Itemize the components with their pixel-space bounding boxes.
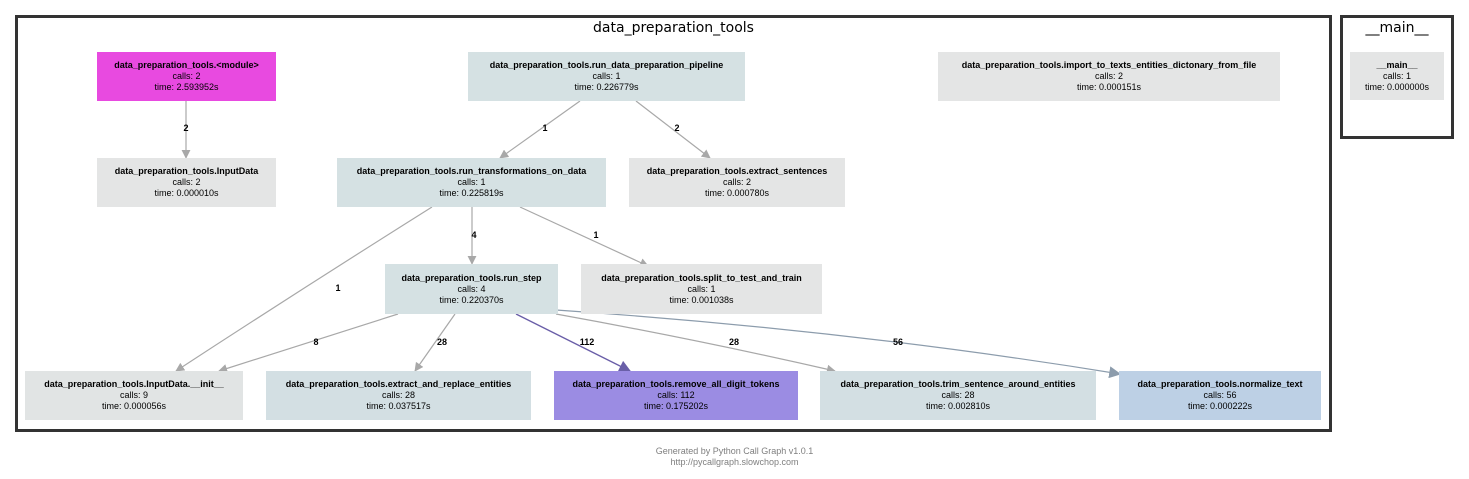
node-time: time: 0.000056s [101, 401, 167, 411]
node-name: data_preparation_tools.trim_sentence_aro… [840, 379, 1076, 389]
node-time: time: 0.000000s [1364, 81, 1430, 92]
node-name: data_preparation_tools.run_transformatio… [356, 166, 587, 176]
node-import-to-texts-entities[interactable]: data_preparation_tools.import_to_texts_e… [938, 52, 1280, 101]
edge-transforms-runstep: 4 [467, 207, 477, 265]
node-time: time: 0.226779s [574, 82, 639, 92]
edge-module-inputdata: 2 [181, 101, 191, 159]
node-time: time: 0.000010s [154, 188, 219, 198]
node-trim-sentence-around-entities[interactable]: data_preparation_tools.trim_sentence_aro… [820, 371, 1096, 420]
node-time: time: 0.037517s [366, 401, 431, 411]
node-calls: calls: 112 [657, 390, 695, 400]
node-calls: calls: 28 [941, 390, 975, 400]
edge-label: 8 [313, 337, 318, 347]
footer-generated-by: Generated by Python Call Graph v1.0.1 [655, 446, 814, 456]
node-time: time: 0.220370s [439, 294, 504, 305]
node-calls: calls: 1 [457, 177, 486, 187]
node-inputdata[interactable]: data_preparation_tools.InputData calls: … [97, 158, 276, 207]
edge-transforms-init: 1 [175, 206, 433, 372]
node-time: time: 0.000151s [1076, 82, 1142, 92]
node-inputdata-init[interactable]: data_preparation_tools.InputData.__init_… [25, 371, 243, 420]
node-name: data_preparation_tools.InputData.__init_… [44, 379, 224, 389]
node-module[interactable]: data_preparation_tools.<module> calls: 2… [97, 52, 276, 101]
node-name: data_preparation_tools.split_to_test_and… [601, 272, 802, 283]
node-name: data_preparation_tools.import_to_texts_e… [961, 60, 1257, 70]
node-calls: calls: 1 [592, 71, 621, 81]
edge-runstep-digits: 112 [515, 313, 632, 372]
node-time: time: 0.000222s [1187, 401, 1253, 411]
node-calls: calls: 2 [1094, 71, 1123, 81]
node-time: time: 0.225819s [439, 188, 504, 198]
edge-label: 1 [335, 283, 340, 293]
edge-label: 2 [674, 123, 679, 133]
node-remove-all-digit-tokens[interactable]: data_preparation_tools.remove_all_digit_… [554, 371, 798, 420]
node-name: data_preparation_tools.extract_sentences [646, 166, 828, 176]
node-name: data_preparation_tools.run_data_preparat… [489, 60, 724, 70]
edge-label: 1 [542, 123, 547, 133]
node-name: data_preparation_tools.extract_and_repla… [285, 379, 512, 389]
edge-label: 1 [593, 230, 598, 240]
node-calls: calls: 1 [687, 283, 716, 294]
edge-label: 28 [729, 337, 739, 347]
node-calls: calls: 2 [722, 177, 751, 187]
edge-label: 56 [893, 337, 903, 347]
node-name: __main__ [1376, 59, 1418, 70]
node-name: data_preparation_tools.InputData [114, 166, 259, 176]
edge-label: 2 [183, 123, 188, 133]
edge-runstep-init: 8 [218, 313, 399, 373]
cluster-title: __main__ [1365, 20, 1429, 36]
node-name: data_preparation_tools.normalize_text [1137, 379, 1303, 389]
node-time: time: 0.001038s [669, 294, 734, 305]
node-extract-and-replace-entities[interactable]: data_preparation_tools.extract_and_repla… [266, 371, 531, 420]
node-name: data_preparation_tools.<module> [114, 60, 259, 70]
footer-url: http://pycallgraph.slowchop.com [670, 457, 799, 467]
edge-runstep-replace: 28 [414, 313, 456, 372]
node-split-to-test-and-train[interactable]: data_preparation_tools.split_to_test_and… [581, 264, 822, 314]
node-time: time: 2.593952s [154, 82, 219, 92]
edge-pipeline-extract: 2 [635, 100, 711, 159]
node-calls: calls: 56 [1203, 390, 1237, 400]
node-run-data-preparation-pipeline[interactable]: data_preparation_tools.run_data_preparat… [468, 52, 745, 101]
node-normalize-text[interactable]: data_preparation_tools.normalize_text ca… [1119, 371, 1321, 420]
node-name: data_preparation_tools.remove_all_digit_… [572, 379, 780, 389]
node-run-step[interactable]: data_preparation_tools.run_step calls: 4… [385, 264, 558, 314]
node-calls: calls: 28 [381, 390, 416, 400]
node-run-transformations-on-data[interactable]: data_preparation_tools.run_transformatio… [337, 158, 606, 207]
node-calls: calls: 2 [172, 177, 201, 187]
node-calls: calls: 9 [119, 390, 148, 400]
edge-pipeline-transforms: 1 [499, 100, 581, 159]
edge-label: 4 [471, 230, 476, 240]
edge-runstep-trim: 28 [555, 313, 836, 374]
edge-runstep-normalize: 56 [555, 309, 1122, 379]
node-extract-sentences[interactable]: data_preparation_tools.extract_sentences… [629, 158, 845, 207]
node-calls: calls: 4 [457, 283, 486, 294]
node-time: time: 0.002810s [925, 401, 991, 411]
node-calls: calls: 1 [1382, 70, 1411, 81]
node-time: time: 0.175202s [643, 401, 709, 411]
edge-transforms-split: 1 [519, 206, 649, 267]
node-name: data_preparation_tools.run_step [401, 272, 542, 283]
node-calls: calls: 2 [172, 71, 201, 81]
cluster-title: data_preparation_tools [593, 20, 754, 36]
edge-label: 28 [437, 337, 447, 347]
node-time: time: 0.000780s [704, 188, 770, 198]
node-main[interactable]: __main__ calls: 1 time: 0.000000s [1350, 52, 1444, 100]
edge-label: 112 [580, 337, 595, 347]
